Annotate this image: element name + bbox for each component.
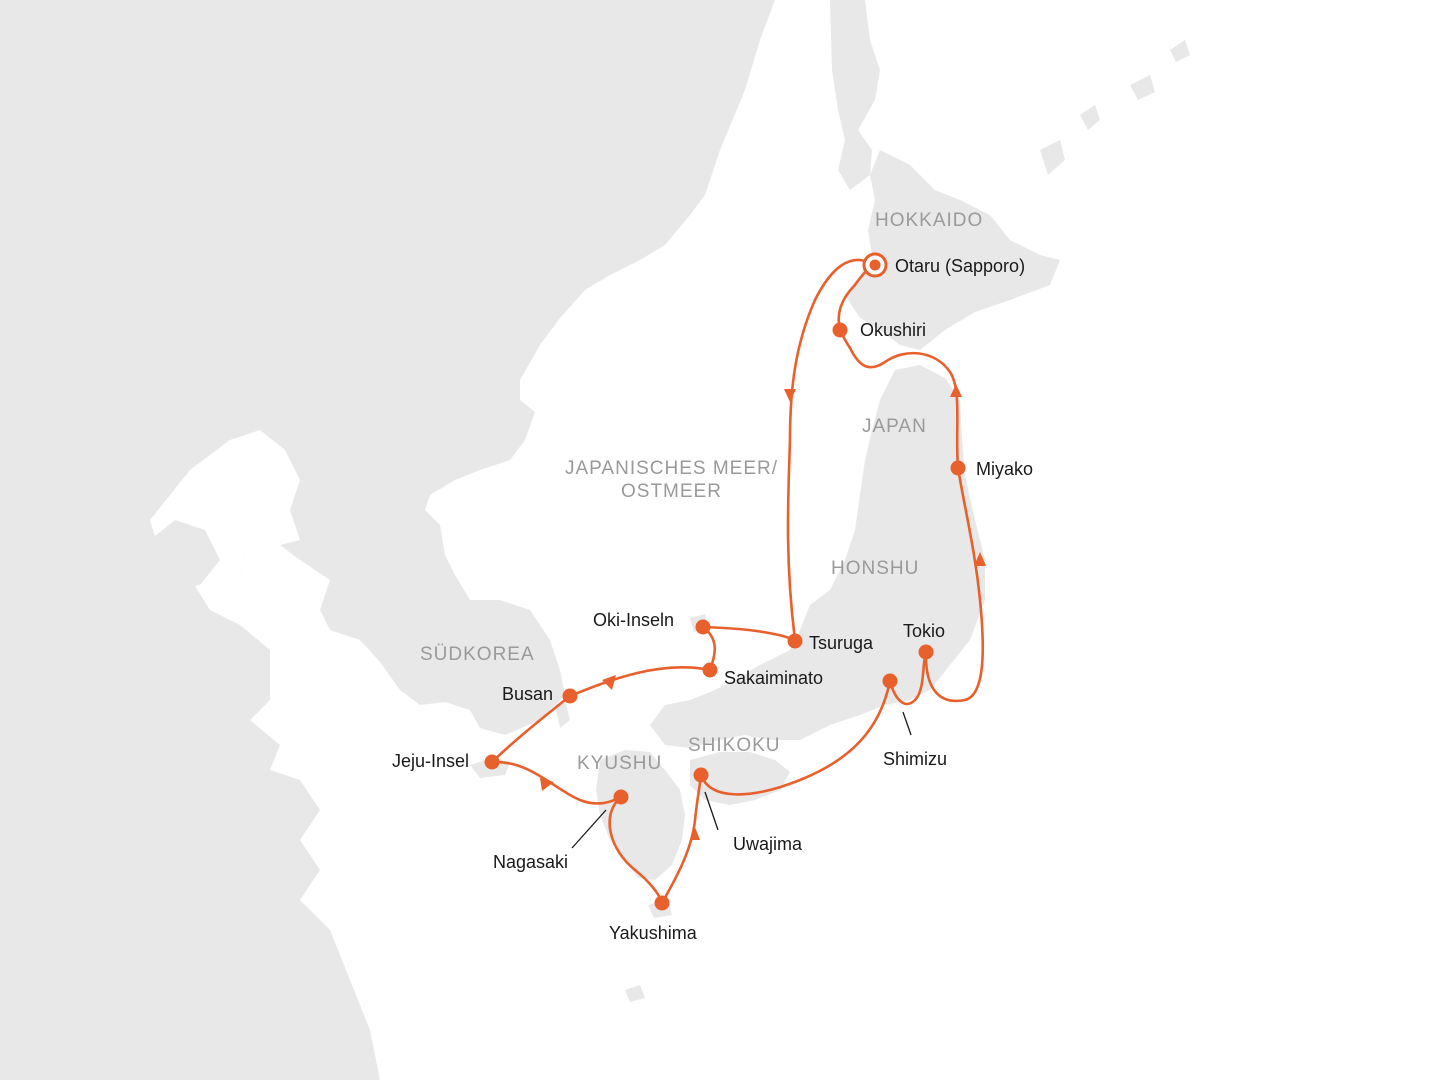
sakhalin-island — [830, 0, 880, 190]
port-label-shimizu[interactable]: Shimizu — [883, 749, 947, 769]
yakushima-dot-icon — [654, 895, 670, 911]
label-leader-lines — [571, 711, 912, 849]
route-nagasaki-yakushima — [608, 795, 664, 905]
sakaiminato-dot-icon — [702, 662, 718, 678]
port-label-oki[interactable]: Oki-Inseln — [593, 610, 674, 630]
leader-line-uwajima — [704, 791, 719, 831]
route-jeju-nagasaki — [490, 760, 623, 805]
region-label-sea-line1: JAPANISCHES MEER/ — [565, 458, 778, 479]
tokio-dot-icon — [918, 644, 934, 660]
direction-arrows — [540, 384, 986, 840]
leader-line-nagasaki — [571, 809, 607, 849]
port-label-busan[interactable]: Busan — [502, 684, 553, 704]
arrow-triangle-icon — [950, 384, 962, 397]
route-tsuruga-oki — [701, 625, 797, 642]
honshu-island — [650, 365, 985, 748]
mainland-asia — [0, 0, 775, 1080]
region-label-hokkaido: HOKKAIDO — [875, 210, 983, 231]
region-label-shikoku: SHIKOKU — [688, 735, 781, 756]
oki-dot-icon — [695, 619, 711, 635]
region-label-sea-line2: OSTMEER — [621, 481, 722, 502]
port-label-sakaiminato[interactable]: Sakaiminato — [724, 668, 823, 688]
route-uwajima-shimizu — [699, 679, 892, 796]
route-miyako-okushiri — [838, 328, 960, 470]
region-label-japan: JAPAN — [862, 416, 927, 437]
port-label-tsuruga[interactable]: Tsuruga — [809, 633, 874, 653]
region-label-suedkorea: SÜDKOREA — [420, 644, 535, 665]
leader-line-shimizu — [902, 711, 912, 736]
hokkaido-island — [845, 150, 1060, 350]
arrow-triangle-icon — [602, 675, 616, 690]
route-sakaiminato-busan — [568, 666, 712, 698]
arrow-triangle-icon — [690, 827, 700, 840]
busan-dot-icon — [562, 688, 578, 704]
route-tokio-miyako — [924, 466, 985, 703]
port-label-tokio[interactable]: Tokio — [903, 621, 945, 641]
miyako-dot-icon — [950, 460, 966, 476]
tsushima-island — [555, 700, 570, 728]
port-label-jeju[interactable]: Jeju-Insel — [392, 751, 469, 771]
arrow-triangle-icon — [540, 778, 554, 791]
jeju-dot-icon — [484, 754, 500, 770]
kyushu-island — [596, 750, 685, 880]
shimizu-dot-icon — [882, 673, 898, 689]
region-label-honshu: HONSHU — [831, 558, 919, 579]
region-label-kyushu: KYUSHU — [577, 753, 662, 774]
port-label-yakushima[interactable]: Yakushima — [609, 923, 698, 943]
route-shimizu-tokio — [888, 650, 928, 706]
peninsula-west — [150, 520, 220, 590]
tsuruga-dot-icon — [787, 633, 803, 649]
landmass-layer — [0, 0, 1190, 1080]
port-labels: Otaru (Sapporo) Okushiri Miyako Tokio Sh… — [392, 256, 1033, 943]
port-markers — [484, 252, 966, 911]
port-label-miyako[interactable]: Miyako — [976, 459, 1033, 479]
route-busan-jeju — [490, 694, 572, 764]
kuril-islands — [1040, 40, 1190, 175]
okushiri-dot-icon — [832, 322, 848, 338]
otaru-dot-icon — [869, 259, 881, 271]
nagasaki-dot-icon — [613, 789, 629, 805]
port-label-nagasaki[interactable]: Nagasaki — [493, 852, 568, 872]
uwajima-dot-icon — [693, 767, 709, 783]
region-labels: HOKKAIDO JAPAN JAPANISCHES MEER/ OSTMEER… — [420, 210, 983, 774]
port-label-uwajima[interactable]: Uwajima — [733, 834, 803, 854]
route-yakushima-uwajima — [660, 773, 703, 905]
yellow-sea — [150, 430, 300, 625]
port-label-okushiri[interactable]: Okushiri — [860, 320, 926, 340]
southern-islet-1 — [625, 985, 645, 1002]
arrow-triangle-icon — [784, 389, 796, 402]
port-label-otaru[interactable]: Otaru (Sapporo) — [895, 256, 1025, 276]
arrow-triangle-icon — [974, 552, 986, 566]
